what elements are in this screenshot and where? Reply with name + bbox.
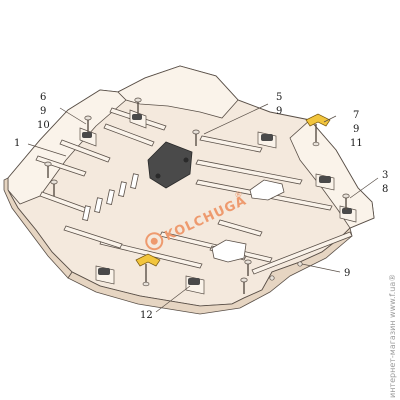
leader-9 xyxy=(301,263,341,273)
leader-7 xyxy=(323,115,337,123)
callout-6: 6 xyxy=(40,92,46,103)
fasteners xyxy=(44,97,350,294)
bracket-12 xyxy=(135,253,161,287)
rib xyxy=(103,123,155,147)
vent-slot xyxy=(106,189,115,205)
filter-opening xyxy=(211,239,247,263)
logo-registered-mark: ® xyxy=(233,189,244,201)
hatch-bolt xyxy=(183,157,189,163)
callout-1: 1 xyxy=(14,138,20,149)
rib xyxy=(195,159,303,185)
bolt-left-2 xyxy=(50,179,58,196)
vent-slot xyxy=(94,197,103,213)
bolt-6 xyxy=(84,115,92,132)
callout-11: 11 xyxy=(350,138,363,149)
bolt-left-1 xyxy=(44,161,52,178)
ribs xyxy=(35,107,353,275)
bolt-front-mid xyxy=(244,259,252,276)
oil-drain-opening xyxy=(249,179,285,201)
mount-front-center xyxy=(185,275,205,295)
rear-top-flap xyxy=(117,65,239,119)
hatch-bolt xyxy=(155,173,161,179)
vent-slot xyxy=(118,181,127,197)
callout-9-right: 9 xyxy=(353,124,359,135)
mount-right-lower xyxy=(339,205,357,223)
bolt-5 xyxy=(192,129,200,146)
mount-front-left xyxy=(95,265,115,285)
rivet xyxy=(269,275,275,281)
mount-right-mid xyxy=(315,173,335,191)
vent-slot xyxy=(82,205,91,221)
bolt-rear-center xyxy=(134,97,142,114)
mount-rear-center xyxy=(129,109,147,129)
callout-9-bottom: 9 xyxy=(344,268,350,279)
bolt-front-right xyxy=(240,277,248,294)
lower-skirt xyxy=(67,227,353,315)
logo-dot-icon xyxy=(150,237,158,245)
bolt-3 xyxy=(342,193,350,210)
callout-10: 10 xyxy=(37,120,50,131)
leader-1 xyxy=(27,143,67,157)
watermark-text: интернет-магазин www.f.ua® xyxy=(388,274,397,398)
callout-12: 12 xyxy=(140,310,153,321)
leader-6 xyxy=(59,107,87,125)
rib xyxy=(251,231,353,275)
rubber-mounts xyxy=(79,109,357,295)
mount-right-upper xyxy=(257,131,277,149)
rib xyxy=(35,155,87,177)
leader-5 xyxy=(203,103,269,135)
rib xyxy=(63,225,123,249)
callout-7: 7 xyxy=(353,110,359,121)
callout-5: 5 xyxy=(276,92,282,103)
rib xyxy=(199,135,263,153)
vent-slot xyxy=(130,173,139,189)
rib xyxy=(217,219,263,237)
logo-ring-icon xyxy=(145,232,164,251)
vent-slots xyxy=(82,173,139,221)
bracket-7 xyxy=(305,113,331,147)
rib xyxy=(59,139,111,163)
callout-8: 8 xyxy=(382,184,388,195)
leader-3 xyxy=(349,177,379,199)
callout-numbers: 1 6 9 10 5 9 7 9 11 3 8 9 12 xyxy=(14,92,388,321)
mount-rear-left xyxy=(79,127,97,147)
callout-9-left: 9 xyxy=(40,106,46,117)
rivet xyxy=(297,261,303,267)
left-edge-strip xyxy=(3,177,73,279)
leader-12 xyxy=(155,285,191,313)
callout-9-top: 9 xyxy=(276,106,282,117)
leader-lines xyxy=(27,103,379,313)
callout-3: 3 xyxy=(382,170,388,181)
